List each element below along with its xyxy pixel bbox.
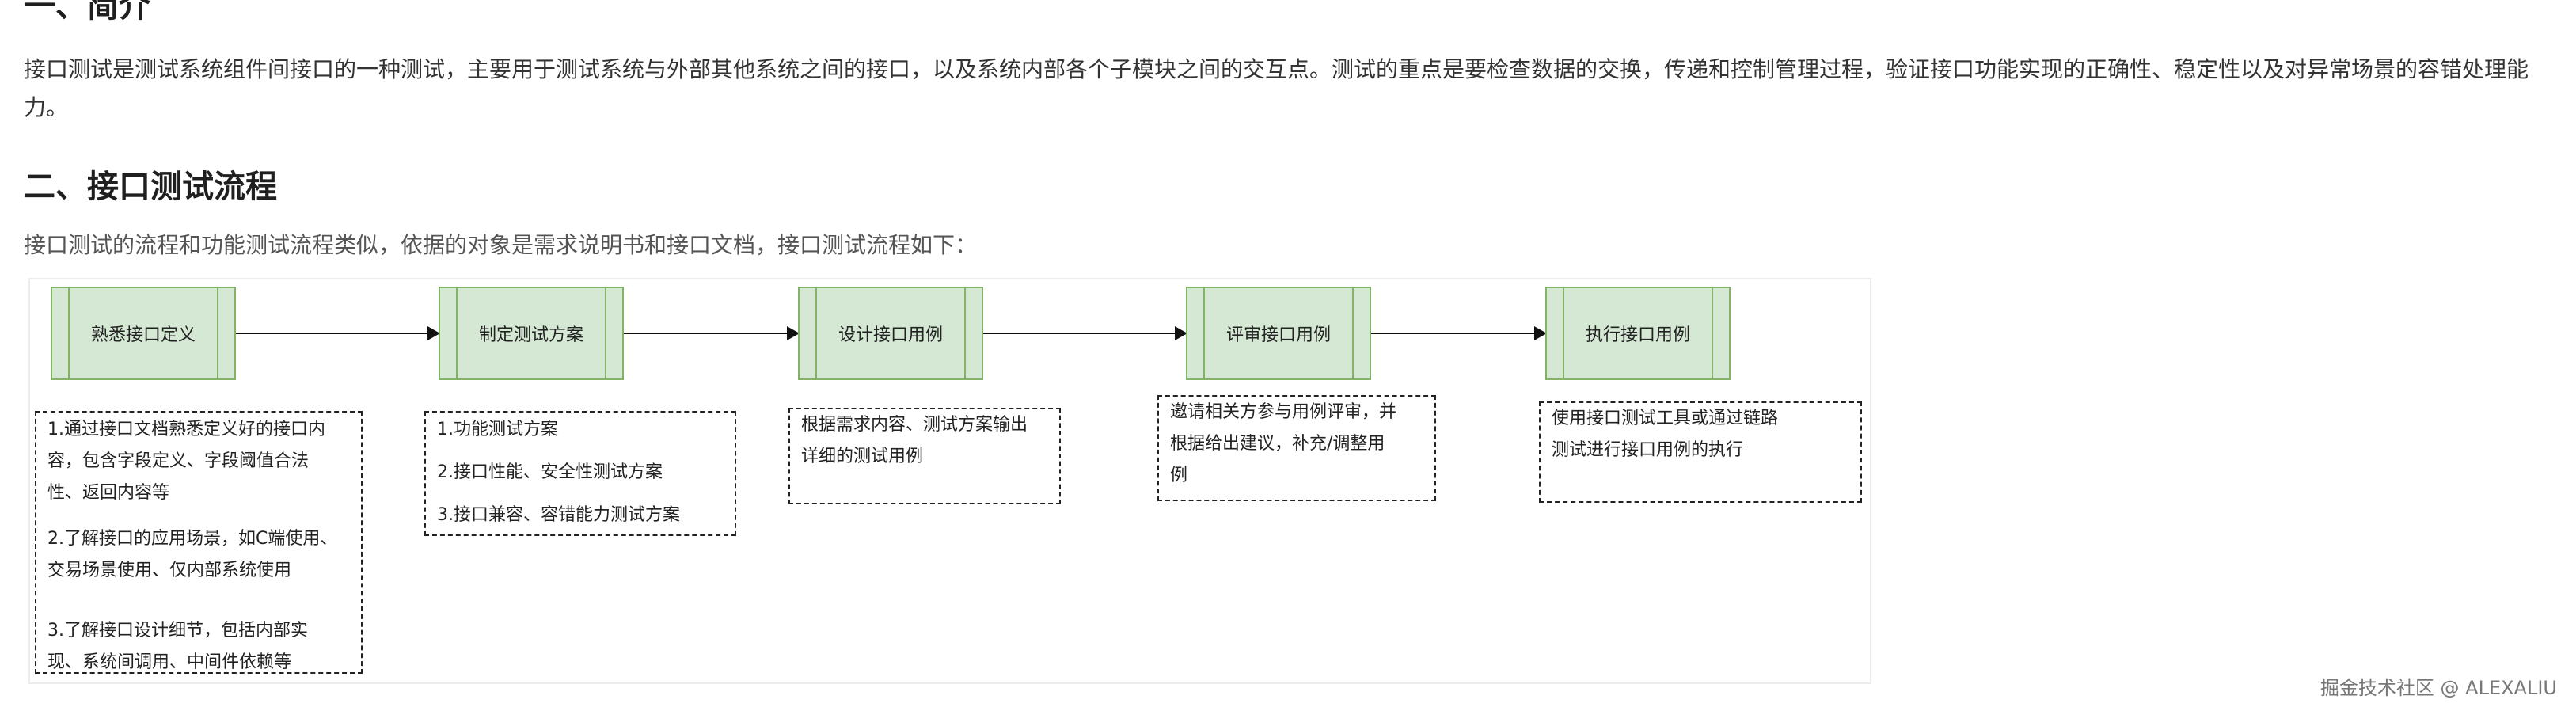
note-step-3: 根据需求内容、测试方案输出 详细的测试用例 [788,408,1061,504]
note-line: 3.了解接口设计细节，包括内部实 [47,621,308,641]
intro-paragraph: 接口测试是测试系统组件间接口的一种测试，主要用于测试系统与外部其他系统之间的接口… [24,56,2529,120]
flow-arrow-1 [236,326,440,340]
flow-arrow-4 [1371,326,1547,340]
note-line: 交易场景使用、仅内部系统使用 [47,561,292,580]
note-line: 3.接口兼容、容错能力测试方案 [437,505,680,525]
note-line: 容，包含字段定义、字段阈值合法 [47,451,310,471]
note-line: 性、返回内容等 [47,483,170,503]
flow-arrow-2 [624,326,800,340]
flow-step-3: 设计接口用例 [798,287,983,380]
note-line: 1.功能测试方案 [437,420,558,439]
section-title-flow: 二、接口测试流程 [24,169,277,205]
flow-step-5: 执行接口用例 [1545,287,1731,380]
note-line: 使用接口测试工具或通过链路 [1552,409,1779,428]
flow-step-2: 制定测试方案 [439,287,624,380]
note-line: 1.通过接口文档熟悉定义好的接口内 [47,420,325,439]
note-line: 2.了解接口的应用场景，如C端使用、 [47,529,338,549]
note-line: 测试进行接口用例的执行 [1552,440,1744,460]
note-step-2: 1.功能测试方案 2.接口性能、安全性测试方案 3.接口兼容、容错能力测试方案 [424,411,736,536]
note-line: 详细的测试用例 [801,447,924,466]
note-step-4: 邀请相关方参与用例评审，并 根据给出建议，补充/调整用 例 [1157,395,1436,501]
note-step-5: 使用接口测试工具或通过链路 测试进行接口用例的执行 [1539,401,1862,503]
note-step-1: 1.通过接口文档熟悉定义好的接口内 容，包含字段定义、字段阈值合法 性、返回内容… [35,411,363,674]
note-line: 例 [1170,466,1188,485]
flow-diagram: 熟悉接口定义 制定测试方案 设计接口用例 评审接口用例 执行接口用例 1.通过接… [28,278,1871,684]
flow-step-4: 评审接口用例 [1186,287,1371,380]
note-line: 根据给出建议，补充/调整用 [1170,434,1385,454]
note-line: 现、系统间调用、中间件依赖等 [47,652,292,672]
flow-arrow-3 [983,326,1187,340]
source-watermark: 掘金技术社区 @ ALEXALIU [2320,677,2557,699]
note-line: 根据需求内容、测试方案输出 [801,415,1028,435]
section-title-intro: 一、简介 [24,0,150,25]
note-line: 2.接口性能、安全性测试方案 [437,462,663,482]
note-line: 邀请相关方参与用例评审，并 [1170,402,1397,422]
flow-intro-paragraph: 接口测试的流程和功能测试流程类似，依据的对象是需求说明书和接口文档，接口测试流程… [24,232,978,258]
flow-step-1: 熟悉接口定义 [51,287,236,380]
